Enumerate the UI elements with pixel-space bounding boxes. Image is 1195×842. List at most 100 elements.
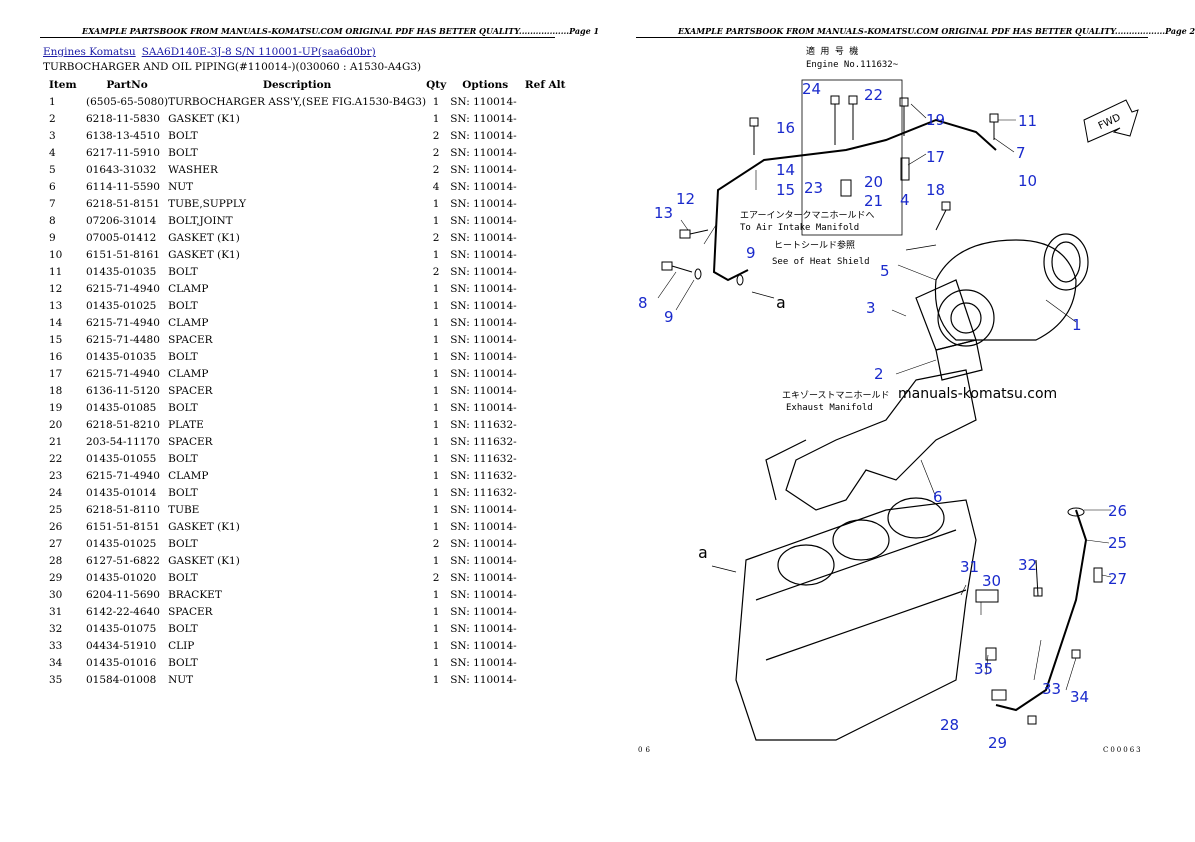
cell-qty: 1 <box>432 503 440 516</box>
breadcrumb-engines-link[interactable]: Engines Komatsu <box>43 46 136 58</box>
cell-item: 28 <box>49 554 63 567</box>
cell-partno: 6218-51-8151 <box>86 197 160 210</box>
cell-item: 18 <box>49 384 63 397</box>
col-header-item: Item <box>49 78 77 91</box>
cell-options: SN: 110014- <box>450 605 517 618</box>
cell-description: GASKET (K1) <box>168 554 240 567</box>
diagram-footer-right: C00063 <box>1103 746 1143 754</box>
cell-description: BOLT <box>168 486 198 499</box>
cell-ref-alt <box>520 195 570 212</box>
cell-ref-alt <box>520 348 570 365</box>
cell-qty: 2 <box>432 231 440 244</box>
cell-item: 33 <box>49 639 63 652</box>
cell-item: 25 <box>49 503 63 516</box>
cell-options: SN: 110014- <box>450 248 517 261</box>
cell-options: SN: 110014- <box>450 350 517 363</box>
callout-28: 28 <box>940 716 959 734</box>
callout-27: 27 <box>1108 570 1127 588</box>
cell-item: 29 <box>49 571 63 584</box>
cell-options: SN: 110014- <box>450 163 517 176</box>
cell-qty: 1 <box>432 197 440 210</box>
cell-ref-alt <box>520 161 570 178</box>
parts-table: Item PartNo Description Qty Options Ref … <box>40 76 570 688</box>
watermark: manuals-komatsu.com <box>898 386 1057 402</box>
cell-qty: 1 <box>432 333 440 346</box>
cell-qty: 1 <box>432 367 440 380</box>
cell-description: BOLT <box>168 537 198 550</box>
cell-partno: 01435-01014 <box>86 486 157 499</box>
cell-options: SN: 110014- <box>450 231 517 244</box>
parts-diagram: FWD 適 用 号 機 Engine No.111632~ <box>638 45 1139 752</box>
cell-options: SN: 111632- <box>450 435 517 448</box>
exhaust-label-jp: エキゾーストマニホールド <box>782 390 890 401</box>
breadcrumb-model-link[interactable]: SAA6D140E-3J-8 S/N 110001-UP(saa6d0br) <box>141 46 376 58</box>
callout-26: 26 <box>1108 502 1127 520</box>
cell-item: 22 <box>49 452 63 465</box>
callout-17: 17 <box>926 148 945 166</box>
cell-options: SN: 111632- <box>450 469 517 482</box>
cell-description: CLAMP <box>168 469 209 482</box>
cell-partno: 6204-11-5690 <box>86 588 160 601</box>
cell-description: BOLT <box>168 350 198 363</box>
cell-partno: 6215-71-4940 <box>86 469 160 482</box>
cell-qty: 1 <box>432 486 440 499</box>
cell-partno: 6217-11-5910 <box>86 146 160 159</box>
cell-description: SPACER <box>168 605 213 618</box>
cell-ref-alt <box>520 586 570 603</box>
cell-item: 4 <box>49 146 56 159</box>
callout-22: 22 <box>864 86 883 104</box>
cell-description: CLIP <box>168 639 195 652</box>
cell-item: 12 <box>49 282 63 295</box>
cell-ref-alt <box>520 467 570 484</box>
cell-partno: 6215-71-4940 <box>86 367 160 380</box>
cell-ref-alt <box>520 501 570 518</box>
cell-ref-alt <box>520 246 570 263</box>
cell-description: BOLT,JOINT <box>168 214 233 227</box>
callout-11: 11 <box>1018 112 1037 130</box>
cell-ref-alt <box>520 416 570 433</box>
cell-partno: 04434-51910 <box>86 639 157 652</box>
diagram-footer-left: 06 <box>638 746 653 754</box>
callout-35: 35 <box>974 660 993 678</box>
cell-item: 20 <box>49 418 63 431</box>
cell-partno: 6218-11-5830 <box>86 112 160 125</box>
cell-qty: 1 <box>432 639 440 652</box>
cell-partno: 6136-11-5120 <box>86 384 160 397</box>
engine-block-drawing <box>735 497 977 741</box>
cell-description: BRACKET <box>168 588 222 601</box>
callout-3: 3 <box>866 299 876 317</box>
cell-description: BOLT <box>168 265 198 278</box>
cell-item: 10 <box>49 248 63 261</box>
cell-description: GASKET (K1) <box>168 231 240 244</box>
cell-qty: 1 <box>432 673 440 686</box>
cell-partno: 6215-71-4940 <box>86 282 160 295</box>
cell-options: SN: 110014- <box>450 673 517 686</box>
cell-options: SN: 110014- <box>450 112 517 125</box>
callout-7: 7 <box>1016 144 1026 162</box>
cell-ref-alt <box>520 671 570 688</box>
page-title: TURBOCHARGER AND OIL PIPING(#110014-)(03… <box>43 61 422 73</box>
cell-qty: 1 <box>432 112 440 125</box>
cell-partno: 6218-51-8210 <box>86 418 160 431</box>
bolt-group-left <box>661 229 744 286</box>
cell-ref-alt <box>520 399 570 416</box>
cell-item: 7 <box>49 197 56 210</box>
cell-partno: 01435-01035 <box>86 350 157 363</box>
cell-item: 30 <box>49 588 63 601</box>
cell-qty: 2 <box>432 129 440 142</box>
page-header-right: EXAMPLE PARTSBOOK FROM MANUALS-KOMATSU.C… <box>678 26 1195 36</box>
callout-4: 4 <box>900 191 910 209</box>
callout-33: 33 <box>1042 680 1061 698</box>
cell-item: 15 <box>49 333 63 346</box>
cell-description: SPACER <box>168 435 213 448</box>
cell-item: 16 <box>49 350 63 363</box>
